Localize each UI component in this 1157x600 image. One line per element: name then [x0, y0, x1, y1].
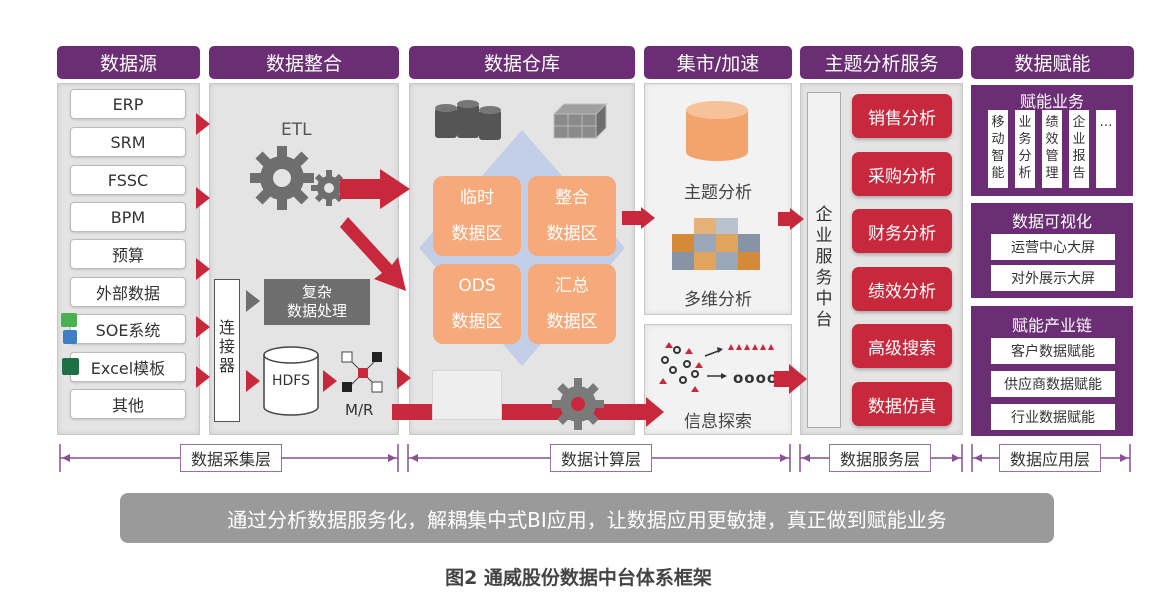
zone-summary-line1: 汇总: [555, 276, 589, 296]
zone-ods-line2: 数据区: [451, 312, 503, 332]
source-other: 其他: [70, 389, 186, 419]
layer-compute: 数据计算层: [550, 444, 652, 472]
arrow-right-icon: [196, 258, 210, 280]
viz-public-screen: 对外展示大屏: [991, 265, 1115, 291]
business-item-performance: 绩效管理: [1042, 110, 1062, 188]
schema-icon: [432, 370, 502, 420]
business-item-more: …: [1096, 110, 1116, 188]
zone-summary: 汇总 数据区: [528, 264, 616, 344]
cube-icon: [552, 102, 608, 140]
hdfs-label: HDFS: [271, 373, 310, 389]
header-data-integration: 数据整合: [209, 46, 399, 79]
arrow-shaft: [622, 211, 642, 225]
zone-integrate-line2: 数据区: [546, 224, 598, 244]
multidim-analysis-label: 多维分析: [684, 290, 752, 310]
empower-chain-group: 赋能产业链 客户数据赋能 供应商数据赋能 行业数据赋能: [971, 306, 1133, 436]
long-arrow-shaft: [392, 404, 648, 420]
viz-ops-screen: 运营中心大屏: [991, 234, 1115, 260]
source-erp: ERP: [70, 89, 186, 119]
complex-line2: 数据处理: [286, 302, 347, 320]
source-soe: SOE系统: [70, 314, 186, 344]
layer-service: 数据服务层: [829, 444, 931, 472]
chain-customer: 客户数据赋能: [991, 338, 1115, 364]
source-fssc: FSSC: [70, 165, 186, 195]
arrow-right-icon: [646, 397, 664, 427]
enterprise-service-middle: 企业服务中台: [807, 92, 841, 428]
database-icon: [435, 100, 501, 140]
excel-icon: [62, 358, 79, 375]
arrow-right-icon: [246, 370, 260, 392]
arrow-right-icon: [196, 113, 210, 135]
empower-viz-title: 数据可视化: [1011, 212, 1092, 231]
data-simulation: 数据仿真: [852, 382, 952, 426]
header-data-empower: 数据赋能: [971, 46, 1134, 79]
arrow-right-icon: [196, 187, 210, 209]
app-icon: [61, 313, 77, 327]
header-data-warehouse: 数据仓库: [409, 46, 635, 79]
arrow-right-icon: [196, 366, 210, 388]
scatter-icon: [659, 342, 774, 392]
header-data-source: 数据源: [57, 46, 200, 79]
layer-dimension-lines: [59, 444, 1131, 472]
cylinder-icon: [686, 101, 748, 161]
sales-analysis: 销售分析: [852, 94, 952, 138]
cluster-symbols: oooo: [733, 369, 779, 387]
arrow-right-icon: [340, 169, 410, 291]
mr-label: M/R: [345, 401, 374, 419]
zone-temp-line2: 数据区: [451, 224, 503, 244]
business-item-report: 企业报告: [1069, 110, 1089, 188]
database-icon: [263, 346, 319, 416]
layer-collect: 数据采集层: [180, 444, 282, 472]
performance-analysis: 绩效分析: [852, 267, 952, 311]
business-item-analysis: 业务分析: [1015, 110, 1035, 188]
arrow-right-icon: [790, 208, 804, 230]
source-excel: Excel模板: [70, 352, 186, 382]
empower-chain-title: 赋能产业链: [1011, 316, 1092, 335]
connector: 连接器: [214, 279, 240, 422]
finance-analysis: 财务分析: [852, 209, 952, 253]
complex-processing: 复杂 数据处理: [264, 279, 370, 325]
arrow-right-icon: [246, 290, 260, 312]
source-budget: 预算: [70, 239, 186, 269]
cube-icon: [672, 218, 760, 270]
gear-icon: [250, 146, 347, 210]
source-external: 外部数据: [70, 277, 186, 307]
header-topic-service: 主题分析服务: [800, 46, 963, 79]
arrow-right-icon: [196, 316, 210, 338]
business-item-mobile: 移动智能: [988, 110, 1008, 188]
arrow-shaft: [778, 212, 790, 226]
empower-viz-group: 数据可视化 运营中心大屏 对外展示大屏: [971, 203, 1133, 298]
layer-application: 数据应用层: [999, 444, 1101, 472]
info-explore-label: 信息探索: [684, 412, 752, 432]
zone-ods-line1: ODS: [458, 276, 496, 296]
source-bpm: BPM: [70, 202, 186, 232]
source-srm: SRM: [70, 127, 186, 157]
etl-label: ETL: [281, 120, 312, 140]
empower-business-title: 赋能业务: [1019, 92, 1084, 111]
zone-integrate-line1: 整合: [555, 188, 589, 208]
chain-industry: 行业数据赋能: [991, 404, 1115, 430]
arrow-right-icon: [641, 207, 655, 229]
arrow-right-icon: [397, 367, 411, 389]
chain-supplier: 供应商数据赋能: [991, 371, 1115, 397]
header-mart-accel: 集市/加速: [644, 46, 792, 79]
complex-line1: 复杂: [301, 283, 332, 301]
figure-caption: 图2 通威股份数据中台体系框架: [445, 567, 712, 589]
zone-ods: ODS 数据区: [433, 264, 521, 344]
purchase-analysis: 采购分析: [852, 152, 952, 196]
gear-icon: [552, 378, 604, 430]
zone-summary-line2: 数据区: [546, 312, 598, 332]
arrow-shaft: [774, 371, 790, 387]
advanced-search: 高级搜索: [852, 324, 952, 368]
zone-temp: 临时 数据区: [433, 176, 521, 256]
mapreduce-icon: [341, 351, 383, 393]
summary-banner: 通过分析数据服务化，解耦集中式BI应用，让数据应用更敏捷，真正做到赋能业务: [120, 493, 1054, 543]
app-icon: [63, 330, 77, 344]
arrow-right-icon: [323, 370, 337, 392]
zone-temp-line1: 临时: [460, 188, 494, 208]
arrow-right-icon: [789, 364, 807, 394]
zone-integrate: 整合 数据区: [528, 176, 616, 256]
topic-analysis-label: 主题分析: [684, 183, 752, 203]
